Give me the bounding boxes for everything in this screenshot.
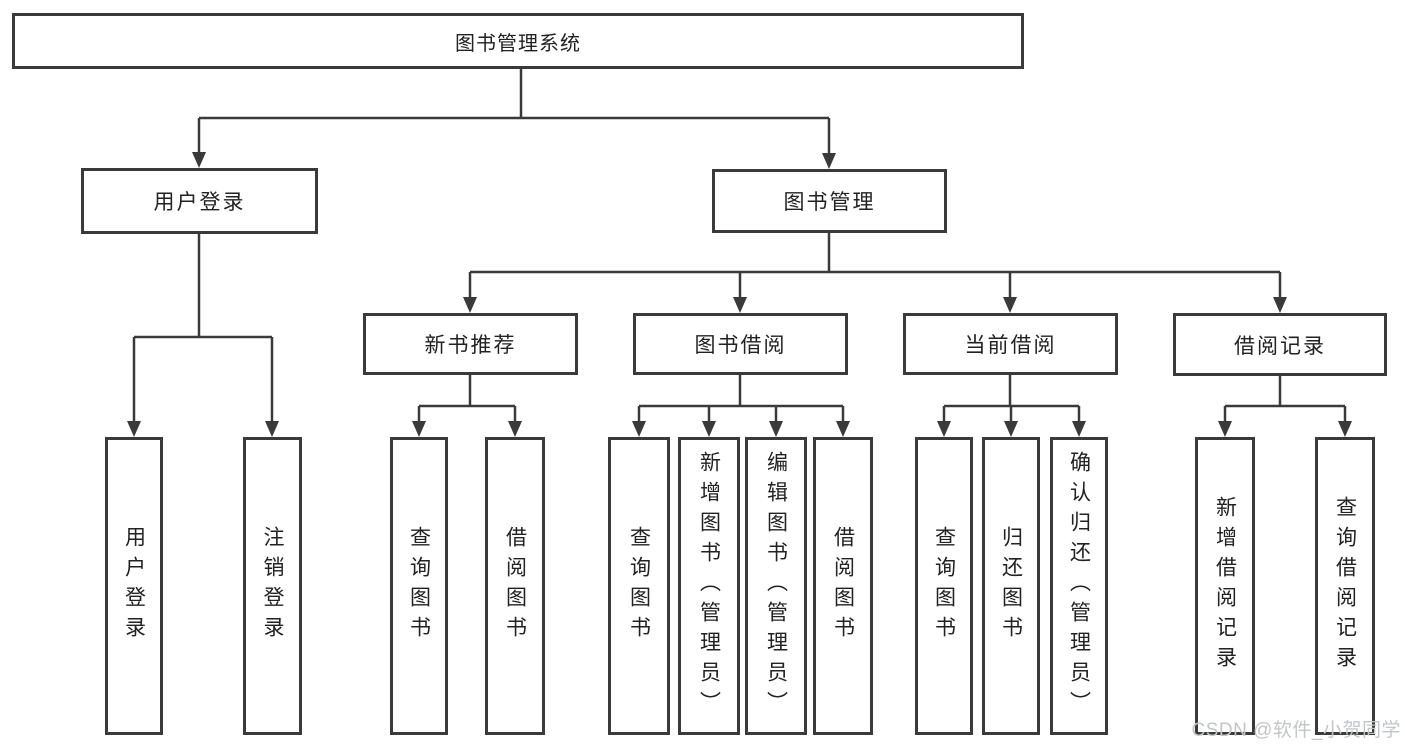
node-label: 查询图书 [627,526,651,646]
leaf-confirm-return-admin: 确认归还（管理员） [1050,437,1108,735]
leaf-add-books-admin: 新增图书（管理员） [678,437,740,735]
leaf-query-books-1: 查询图书 [390,437,448,735]
leaf-logout: 注销登录 [243,437,302,735]
node-label: 新增借阅记录 [1213,496,1237,676]
leaf-add-borrow-record: 新增借阅记录 [1195,437,1255,735]
node-label: 图书管理系统 [455,32,581,55]
node-label: 借阅记录 [1234,334,1326,358]
node-label: 归还图书 [999,526,1023,646]
node-user-login: 用户登录 [81,168,318,234]
node-label: 当前借阅 [964,334,1057,357]
node-borrowing-records: 借阅记录 [1173,313,1387,376]
node-label: 查询图书 [407,526,431,646]
node-label: 用户登录 [153,191,246,214]
node-new-book-recommendation: 新书推荐 [363,313,578,375]
leaf-edit-books-admin: 编辑图书（管理员） [745,437,807,735]
node-label: 借阅图书 [503,526,527,646]
arrowheads [127,152,1352,437]
leaf-user-login: 用户登录 [105,437,163,735]
node-label: 新书推荐 [424,334,517,357]
node-label: 查询借阅记录 [1333,496,1357,676]
node-label: 编辑图书（管理员） [764,451,788,721]
leaf-return-books: 归还图书 [982,437,1040,735]
node-label: 图书借阅 [694,334,787,357]
node-label: 新增图书（管理员） [697,451,721,721]
node-current-borrowing: 当前借阅 [903,313,1118,375]
node-book-borrowing: 图书借阅 [633,313,848,375]
leaf-borrow-books-1: 借阅图书 [485,437,545,735]
node-root: 图书管理系统 [12,13,1024,69]
leaf-query-borrow-record: 查询借阅记录 [1315,437,1375,735]
node-book-management: 图书管理 [712,169,947,233]
node-label: 用户登录 [122,526,146,646]
node-label: 注销登录 [261,526,284,646]
node-label: 借阅图书 [831,526,855,646]
node-label: 查询图书 [932,526,956,646]
node-label: 图书管理 [783,191,876,214]
leaf-borrow-books-2: 借阅图书 [813,437,873,735]
leaf-query-books-2: 查询图书 [608,437,670,735]
node-label: 确认归还（管理员） [1067,451,1091,721]
leaf-query-books-3: 查询图书 [915,437,973,735]
